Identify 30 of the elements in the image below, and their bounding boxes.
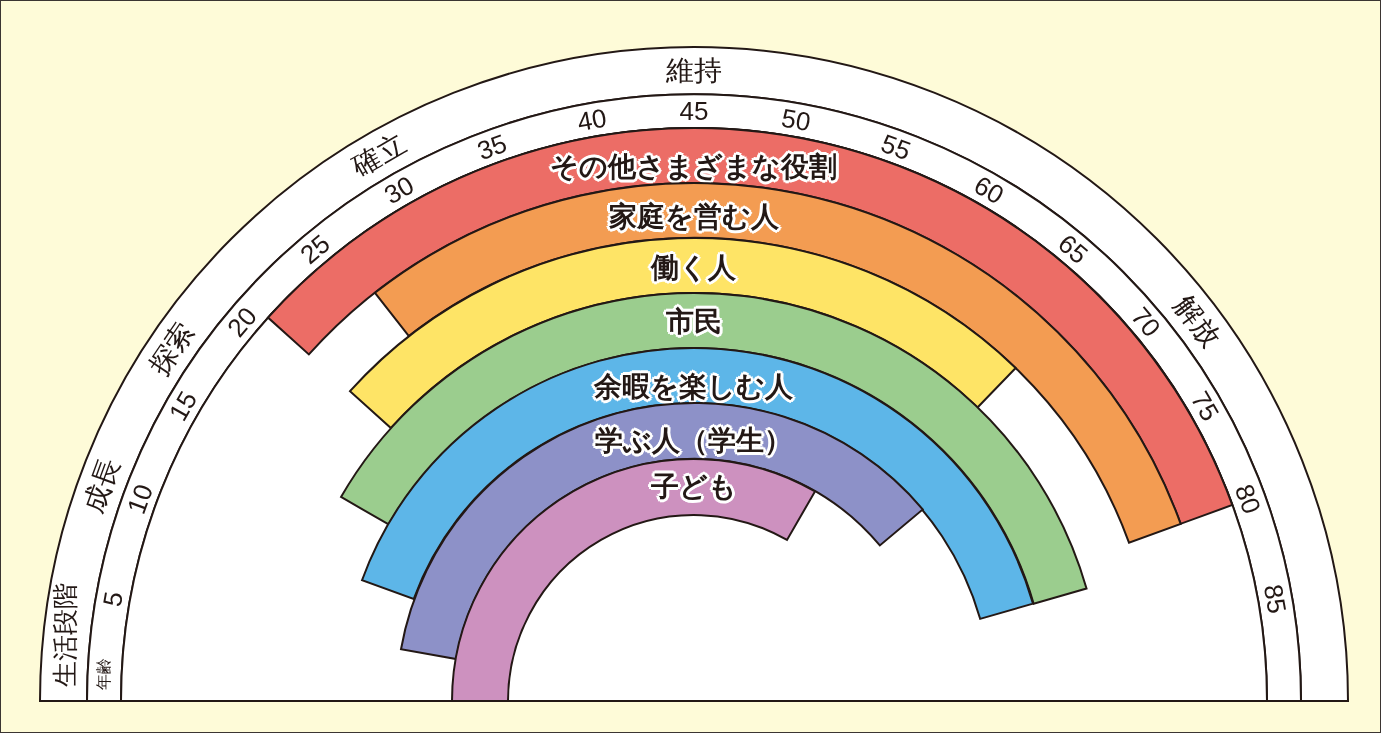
- age-tick-label: 65: [1053, 229, 1093, 269]
- age-tick-label: 35: [474, 129, 511, 164]
- ring-title: 生活段階: [52, 582, 79, 687]
- age-tick-label: 10: [122, 481, 157, 518]
- age-tick-label: 80: [1231, 481, 1266, 518]
- age-tick-label: 75: [1186, 387, 1224, 425]
- band-label: 余暇を楽しむ人: [594, 372, 794, 402]
- age-tick-label: 5: [98, 589, 127, 608]
- band-label: 学ぶ人（学生）: [595, 426, 793, 456]
- age-tick-label: 55: [877, 129, 914, 164]
- age-tick-label: 30: [380, 171, 418, 209]
- stage-label: 成長: [79, 454, 125, 517]
- band-label: 働く人: [651, 253, 737, 283]
- stage-label: 解放: [1169, 291, 1226, 353]
- age-tick-label: 85: [1259, 582, 1291, 616]
- age-tick-label: 50: [779, 104, 813, 136]
- band-label: 家庭を営む人: [609, 202, 779, 232]
- age-tick-label: 70: [1126, 302, 1166, 342]
- band-label: その他さまざまな役割: [550, 152, 838, 182]
- stage-label: 維持: [666, 57, 722, 85]
- age-tick-label: 40: [575, 104, 609, 136]
- stage-label: 探索: [144, 317, 199, 380]
- band-label: 市民: [666, 307, 722, 337]
- age-tick-label: 15: [164, 387, 202, 425]
- age-tick-label: 45: [679, 98, 709, 124]
- age-tick-label: 25: [295, 229, 335, 269]
- band-label: 子ども: [651, 472, 737, 502]
- age-tick-label: 20: [222, 302, 262, 342]
- ring-title: 年齢: [95, 658, 112, 691]
- age-tick-label: 60: [970, 171, 1008, 209]
